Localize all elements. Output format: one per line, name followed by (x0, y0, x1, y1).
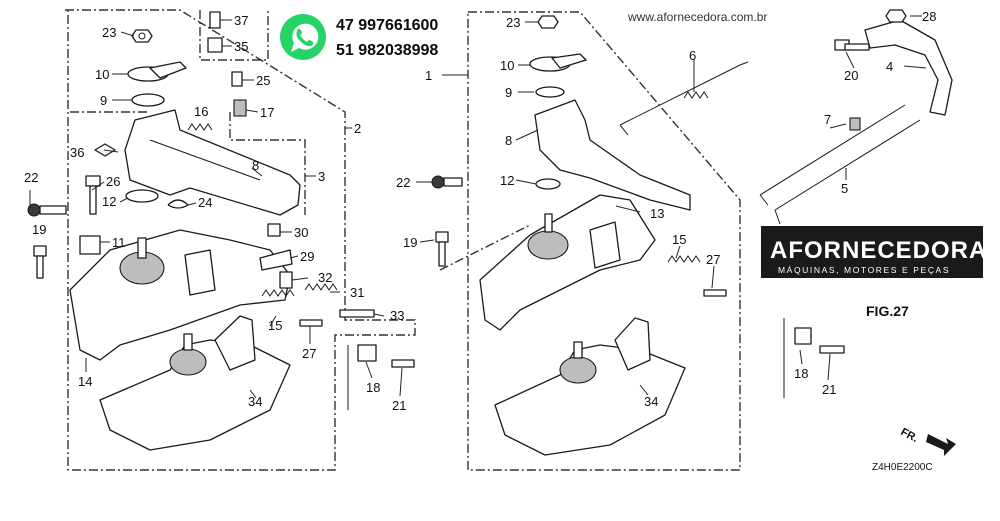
callout-13: 13 (650, 206, 664, 221)
callout-2: 2 (354, 121, 361, 136)
callout-21: 21 (822, 382, 836, 397)
callout-35: 35 (234, 39, 248, 54)
front-direction-label: FR. (899, 426, 920, 445)
callout-28: 28 (922, 9, 936, 24)
callout-25: 25 (256, 73, 270, 88)
callout-11: 11 (112, 235, 126, 250)
left-assembly (27, 9, 416, 471)
callout-31: 31 (350, 285, 364, 300)
callout-10: 10 (500, 58, 514, 73)
left-callouts: 23 10 9 16 36 22 19 26 12 11 24 8 30 29 … (24, 13, 406, 413)
callout-27: 27 (706, 252, 720, 267)
callout-17: 17 (260, 105, 274, 120)
brand-logo: AFORNECEDORA MÁQUINAS, MOTORES E PEÇAS (761, 226, 987, 278)
callout-8: 8 (252, 158, 259, 173)
callout-27: 27 (302, 346, 316, 361)
callout-14: 14 (78, 374, 92, 389)
callout-34: 34 (644, 394, 658, 409)
callout-6: 6 (689, 48, 696, 63)
callout-34: 34 (248, 394, 262, 409)
callout-21: 21 (392, 398, 406, 413)
callout-9: 9 (100, 93, 107, 108)
right-callouts: 1 23 10 9 8 12 22 19 13 15 27 34 6 7 5 2… (396, 9, 936, 409)
callout-22: 22 (24, 170, 38, 185)
callout-29: 29 (300, 249, 314, 264)
callout-22: 22 (396, 175, 410, 190)
callout-1: 1 (425, 68, 432, 83)
callout-36: 36 (70, 145, 84, 160)
figure-label: FIG.27 (866, 303, 909, 319)
callout-8: 8 (505, 133, 512, 148)
callout-12: 12 (102, 194, 116, 209)
front-arrow-icon (926, 434, 956, 456)
callout-33: 33 (390, 308, 404, 323)
callout-18: 18 (794, 366, 808, 381)
callout-18: 18 (366, 380, 380, 395)
figure-code: Z4H0E2200C (872, 462, 933, 473)
callout-23: 23 (102, 25, 116, 40)
callout-9: 9 (505, 85, 512, 100)
callout-10: 10 (95, 67, 109, 82)
callout-15: 15 (672, 232, 686, 247)
callout-32: 32 (318, 270, 332, 285)
callout-3: 3 (318, 169, 325, 184)
callout-15: 15 (268, 318, 282, 333)
callout-19: 19 (32, 222, 46, 237)
callout-24: 24 (198, 195, 212, 210)
logo-name: AFORNECEDORA (770, 237, 987, 264)
callout-26: 26 (106, 174, 120, 189)
whatsapp-icon (280, 14, 326, 60)
callout-20: 20 (844, 68, 858, 83)
callout-4: 4 (886, 59, 893, 74)
logo-tagline: MÁQUINAS, MOTORES E PEÇAS (778, 265, 950, 275)
callout-7: 7 (824, 112, 831, 127)
callout-5: 5 (841, 181, 848, 196)
phone-2: 51 982038998 (336, 42, 438, 59)
callout-19: 19 (403, 235, 417, 250)
callout-12: 12 (500, 173, 514, 188)
phone-1: 47 997661600 (336, 17, 438, 34)
callout-30: 30 (294, 225, 308, 240)
website-url: www.afornecedora.com.br (627, 10, 767, 24)
callout-37: 37 (234, 13, 248, 28)
callout-23: 23 (506, 15, 520, 30)
callout-16: 16 (194, 104, 208, 119)
right-assembly (416, 9, 953, 471)
